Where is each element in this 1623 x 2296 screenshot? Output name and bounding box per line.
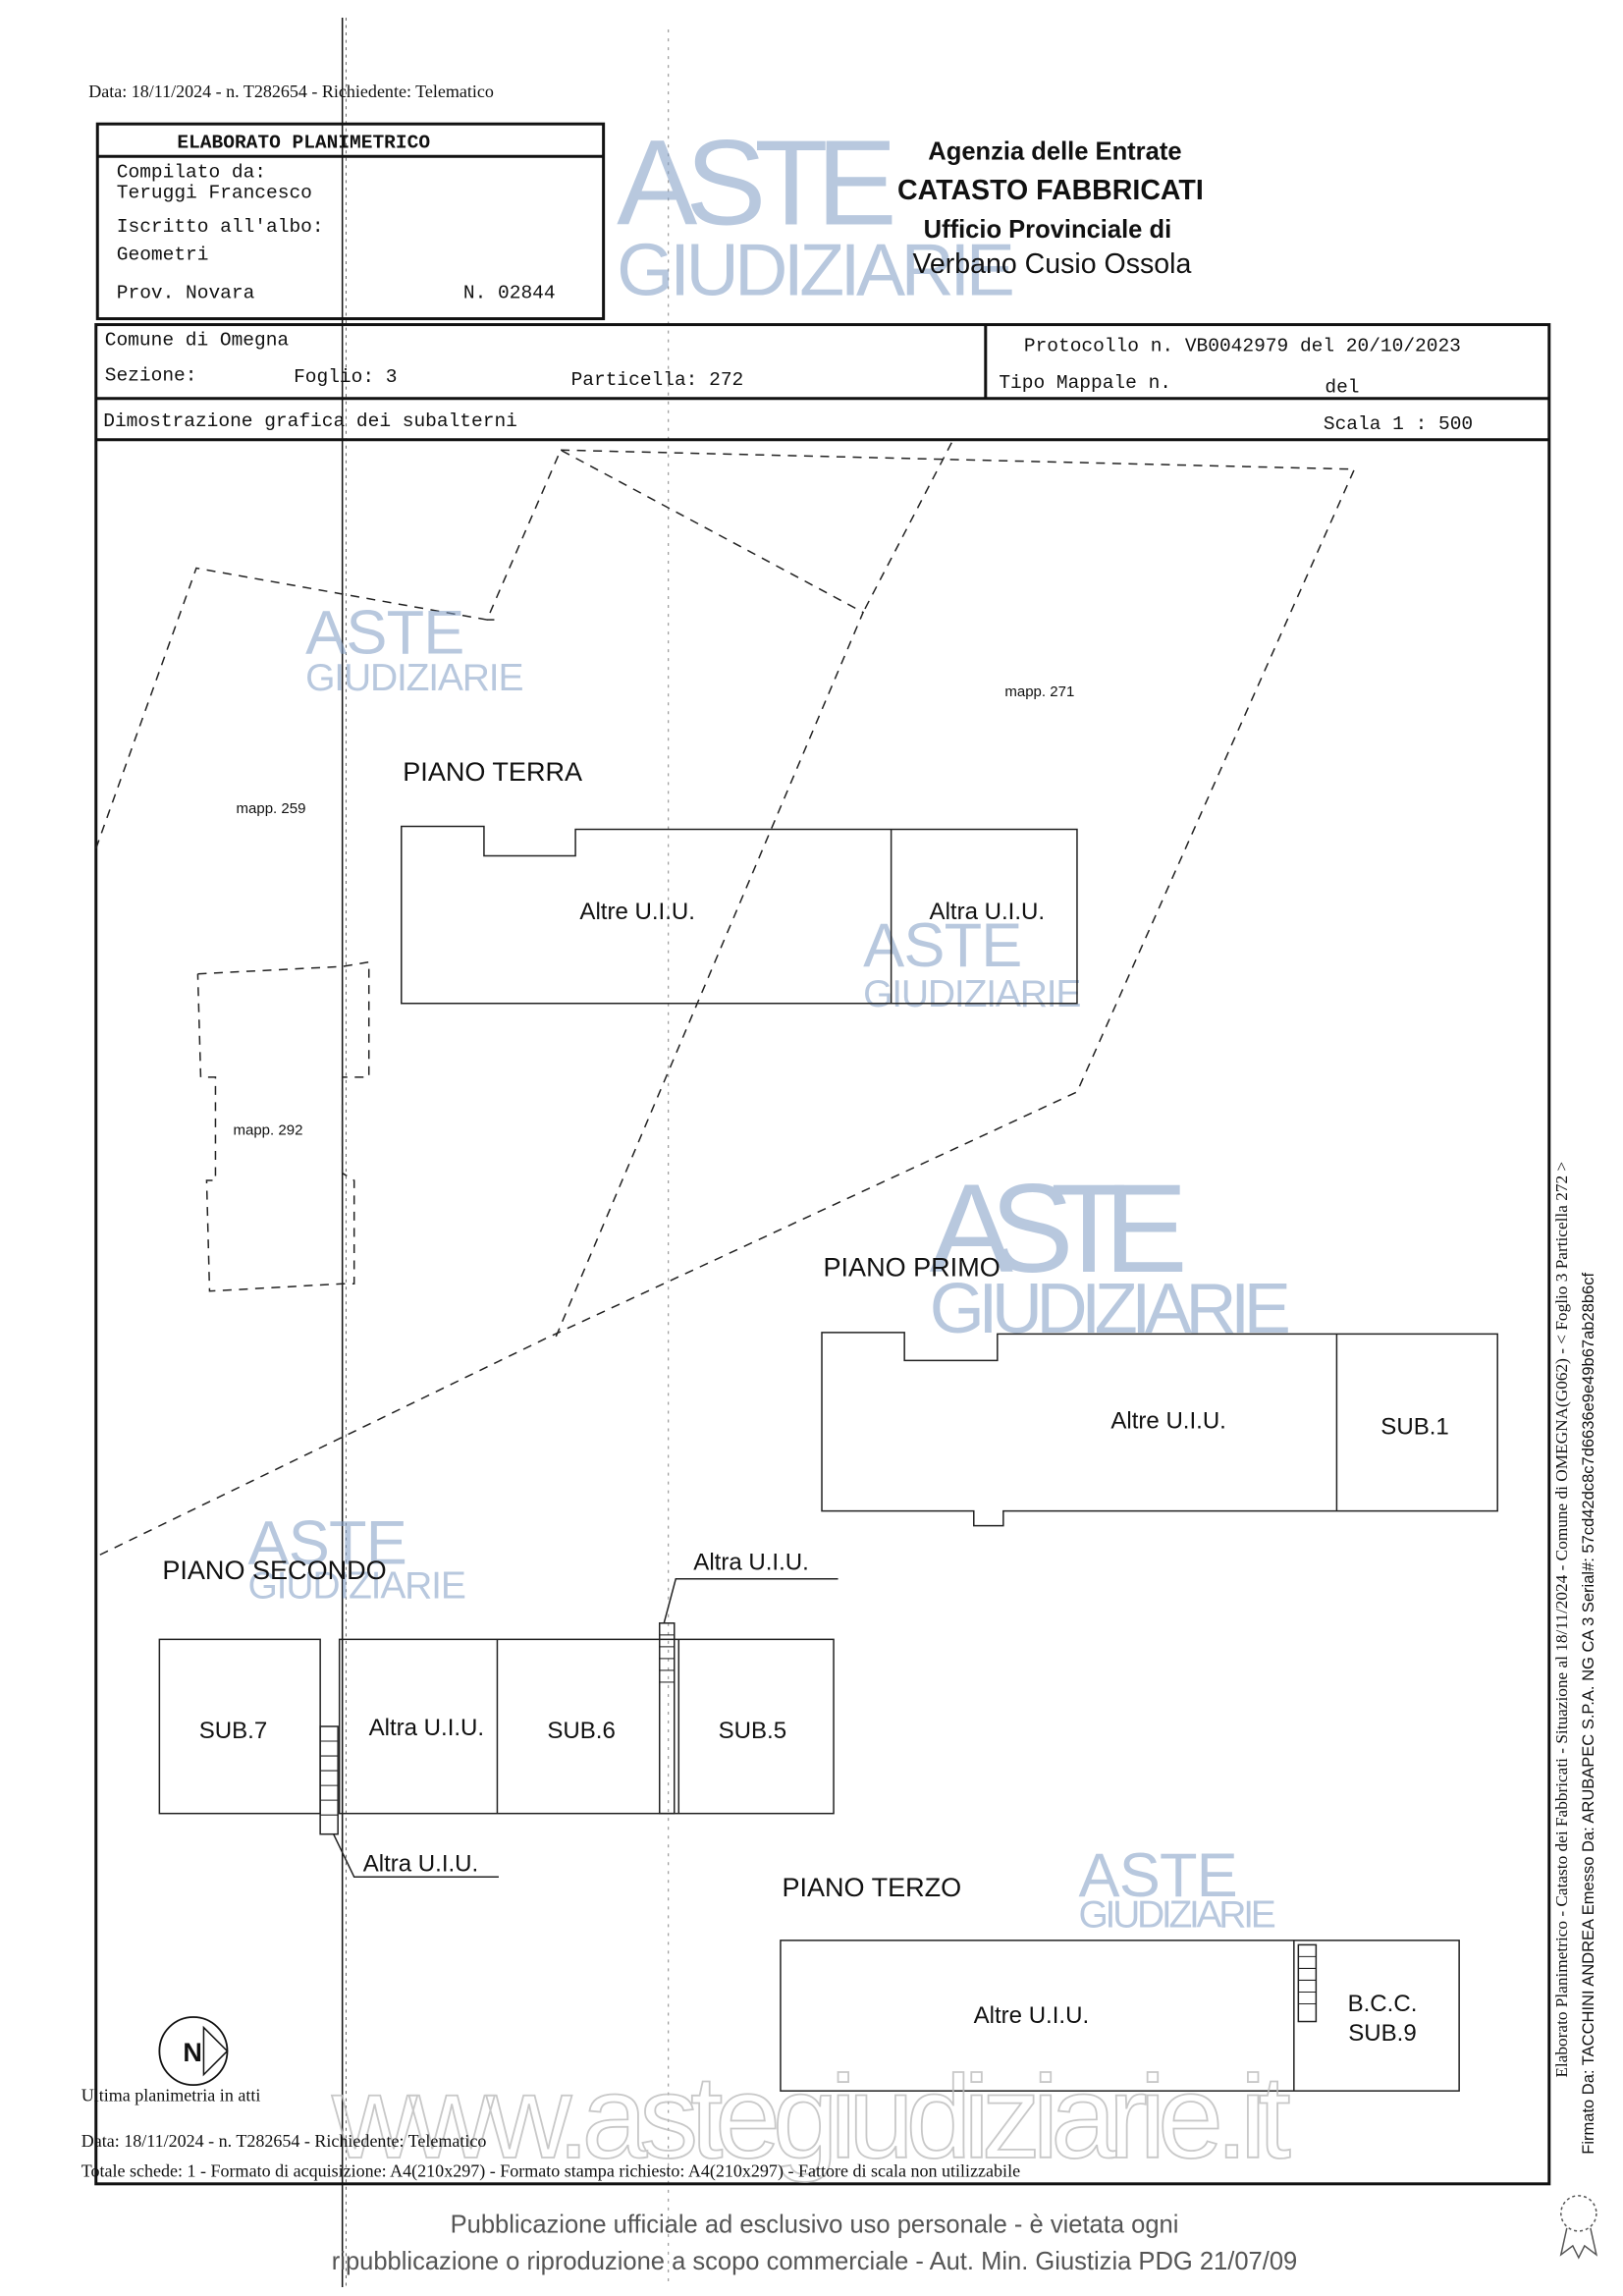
svg-text:GIUDIZIARIE: GIUDIZIARIE [863, 973, 1081, 1015]
svg-text:GIUDIZIARIE: GIUDIZIARIE [617, 229, 1015, 311]
unit-altre-uiu: Altre U.I.U. [974, 2002, 1090, 2029]
agency-line4: Verbano Cusio Ossola [912, 248, 1191, 280]
compilato-name: Teruggi Francesco [117, 182, 312, 203]
leader-altra-uiu-bottom: Altra U.I.U. [363, 1850, 479, 1877]
unit-altra-uiu: Altra U.I.U. [930, 899, 1046, 925]
albo: Geometri [117, 244, 209, 265]
side-info-line1: Elaborato Planimetrico - Catasto dei Fab… [1552, 1162, 1571, 2078]
svg-text:ASTE: ASTE [863, 911, 1022, 980]
svg-text:N: N [183, 2038, 202, 2067]
side-signature-line2: Firmato Da: TACCHINI ANDREA Emesso Da: A… [1579, 1273, 1597, 2155]
foglio: Foglio: 3 [294, 366, 397, 388]
unit-bcc: B.C.C. [1348, 1991, 1418, 2017]
piano-terra-title: PIANO TERRA [403, 757, 582, 787]
scala: Scala 1 : 500 [1324, 413, 1473, 435]
unit-sub-1: SUB.1 [1380, 1413, 1448, 1440]
protocollo: Protocollo n. VB0042979 del 20/10/2023 [1024, 336, 1461, 357]
unit-sub-5: SUB.5 [719, 1718, 786, 1744]
svg-text:GIUDIZIARIE: GIUDIZIARIE [305, 657, 523, 699]
main-frame: Comune di Omegna Sezione: Foglio: 3 Part… [94, 323, 1551, 2186]
comune: Comune di Omegna [105, 330, 290, 352]
piano-primo: PIANO PRIMO Altre U.I.U. SUB.1 [821, 1253, 1498, 1527]
prov: Prov. Novara [117, 283, 255, 304]
ultima-planimetria: Ultima planimetria in atti [81, 2086, 261, 2105]
piano-secondo: PIANO SECONDO SUB.7 Altra U.I.U. SUB.6 S… [158, 1550, 839, 1879]
mapp-292: mapp. 292 [233, 1121, 302, 1138]
piano-terzo-title: PIANO TERZO [782, 1873, 961, 1902]
north-compass-icon: N [158, 2016, 229, 2087]
svg-text:ASTE: ASTE [617, 115, 896, 250]
particella: Particella: 272 [571, 369, 744, 391]
seal-icon [1559, 2195, 1598, 2260]
footer-data-line: Data: 18/11/2024 - n. T282654 - Richiede… [81, 2131, 487, 2151]
piano-primo-title: PIANO PRIMO [824, 1253, 1001, 1283]
footer-totale-line: Totale schede: 1 - Formato di acquisizio… [81, 2160, 1020, 2181]
svg-text:GIUDIZIARIE: GIUDIZIARIE [248, 1564, 466, 1607]
svg-text:GIUDIZIARIE: GIUDIZIARIE [1078, 1893, 1275, 1936]
mapp-271: mapp. 271 [1004, 683, 1074, 700]
leader-altra-uiu-top: Altra U.I.U. [693, 1550, 809, 1576]
piano-terra: PIANO TERRA Altre U.I.U. Altra U.I.U. [401, 757, 1078, 1005]
notice-line2: ripubblicazione o riproduzione a scopo c… [332, 2248, 1297, 2275]
unit-sub-9: SUB.9 [1348, 2020, 1416, 2047]
sezione: Sezione: [105, 365, 197, 387]
unit-altre-uiu: Altre U.I.U. [1110, 1407, 1226, 1434]
mapp-259: mapp. 259 [236, 800, 305, 817]
agency-line2: CATASTO FABBRICATI [897, 175, 1204, 206]
numero: N. 02844 [463, 283, 556, 304]
svg-text:GIUDIZIARIE: GIUDIZIARIE [930, 1270, 1291, 1348]
form-title: ELABORATO PLANIMETRICO [177, 132, 430, 153]
form-box: ELABORATO PLANIMETRICO Compilato da: Ter… [95, 122, 606, 321]
piano-secondo-title: PIANO SECONDO [162, 1556, 386, 1585]
svg-text:ASTE: ASTE [1078, 1841, 1237, 1910]
url-watermark: www.astegiudiziarie.it [331, 2051, 1291, 2183]
agency-line3: Ufficio Provinciale di [924, 216, 1172, 244]
aste-watermark-header: ASTE GIUDIZIARIE [617, 115, 1015, 310]
header-line: Data: 18/11/2024 - n. T282654 - Richiede… [88, 82, 494, 101]
tipo-mappale: Tipo Mappale n. [999, 372, 1171, 394]
svg-text:ASTE: ASTE [930, 1159, 1188, 1299]
unit-sub-7: SUB.7 [199, 1718, 267, 1744]
svg-text:ASTE: ASTE [305, 599, 464, 668]
unit-altre-uiu: Altre U.I.U. [579, 899, 695, 925]
unit-sub-6: SUB.6 [547, 1718, 615, 1744]
iscritto-label: Iscritto all'albo: [117, 216, 324, 238]
piano-terzo: PIANO TERZO Altre U.I.U. B.C.C. SUB.9 [780, 1873, 1460, 2092]
agency-block: Agenzia delle Entrate CATASTO FABBRICATI… [897, 137, 1204, 280]
agency-line1: Agenzia delle Entrate [928, 137, 1181, 165]
unit-altra-uiu: Altra U.I.U. [369, 1715, 485, 1741]
parcel-boundaries: mapp. 259 mapp. 271 mapp. 292 [95, 442, 1356, 1558]
notice-line1: Pubblicazione ufficiale ad esclusivo uso… [451, 2211, 1179, 2238]
dimostrazione: Dimostrazione grafica dei subalterni [103, 410, 517, 432]
compilato-label: Compilato da: [117, 161, 266, 183]
svg-text:ASTE: ASTE [248, 1509, 407, 1578]
tipo-del: del [1325, 377, 1359, 399]
